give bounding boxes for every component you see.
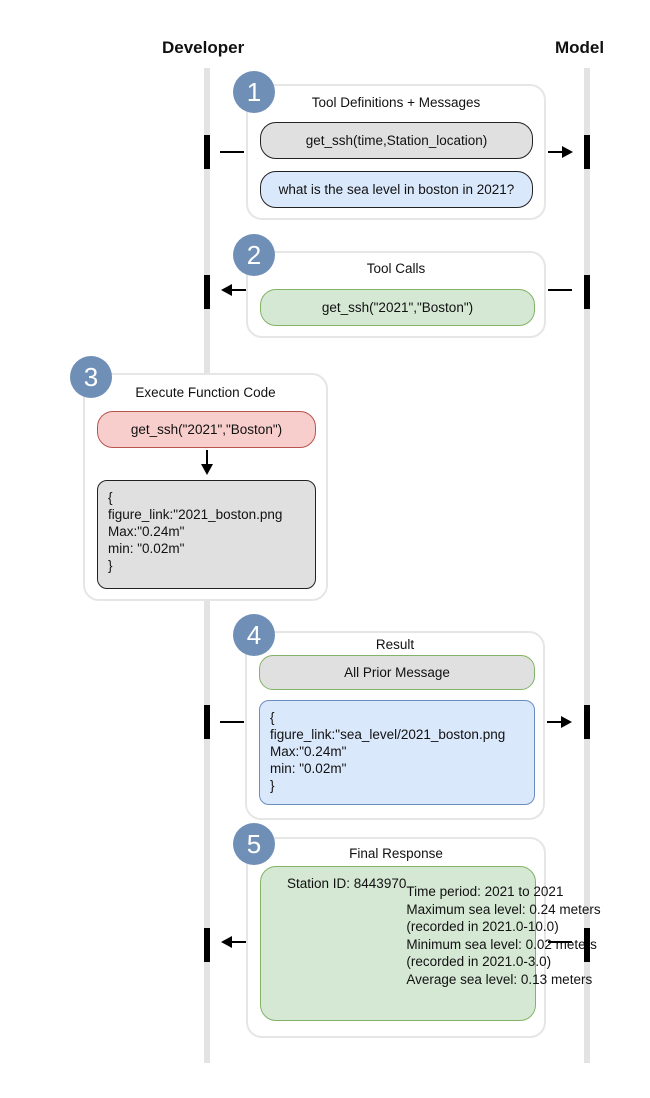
arrow-left-icon — [221, 936, 232, 948]
model-lifeline — [584, 68, 590, 1063]
arrow-right-icon — [561, 716, 572, 728]
step5-connector-right — [548, 941, 572, 943]
step4-arrow-line — [547, 721, 563, 723]
actor-model: Model — [555, 38, 605, 57]
final-response-details: Time period: 2021 to 2021 Maximum sea le… — [406, 884, 601, 987]
model-activation-5 — [584, 928, 590, 962]
user-message-box: what is the sea level in boston in 2021? — [260, 171, 533, 208]
step3-arrow-line — [206, 450, 208, 466]
tool-call-box: get_ssh("2021","Boston") — [260, 289, 535, 326]
final-response-box: Station ID: 8443970 Time period: 2021 to… — [260, 866, 601, 1021]
model-activation-1 — [584, 135, 590, 169]
function-output-box: { figure_link:"2021_boston.png Max:"0.24… — [97, 480, 316, 589]
step4-title: Result — [375, 637, 415, 652]
step1-title: Tool Definitions + Messages — [311, 95, 481, 110]
step2-connector-right — [548, 289, 572, 291]
step3-title: Execute Function Code — [135, 385, 276, 400]
step-badge-1: 1 — [233, 71, 275, 113]
prior-messages-box: All Prior Message — [259, 655, 535, 690]
step2-title: Tool Calls — [366, 261, 426, 276]
step-badge-2: 2 — [233, 234, 275, 276]
developer-activation-1 — [204, 135, 210, 169]
step5-arrow-line — [230, 941, 246, 943]
step5-title: Final Response — [349, 846, 443, 861]
developer-activation-2 — [204, 275, 210, 309]
step2-arrow-line — [230, 289, 246, 291]
developer-activation-4 — [204, 705, 210, 739]
actor-developer: Developer — [162, 38, 245, 57]
arrow-left-icon — [221, 284, 232, 296]
function-call-box: get_ssh("2021","Boston") — [97, 411, 316, 448]
step1-arrow-line — [548, 151, 564, 153]
developer-activation-5 — [204, 928, 210, 962]
model-activation-2 — [584, 275, 590, 309]
step-badge-4: 4 — [233, 614, 275, 656]
step-badge-3: 3 — [70, 356, 112, 398]
tool-definition-box: get_ssh(time,Station_location) — [260, 122, 533, 159]
station-id-text: Station ID: 8443970 — [287, 876, 407, 891]
step4-connector-left — [220, 721, 244, 723]
step1-connector-left — [220, 151, 244, 153]
step-badge-5: 5 — [233, 823, 275, 865]
arrow-right-icon — [562, 146, 573, 158]
arrow-down-icon — [201, 464, 213, 475]
model-activation-4 — [584, 705, 590, 739]
result-payload-box: { figure_link:"sea_level/2021_boston.png… — [259, 700, 535, 805]
